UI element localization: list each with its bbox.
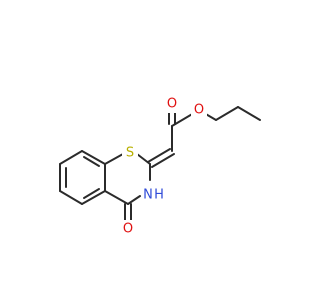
benzene-ring xyxy=(59,150,106,205)
aromatic-inner-bond xyxy=(83,156,100,167)
bond xyxy=(81,150,106,165)
bond xyxy=(127,195,141,205)
sulfur-label: S xyxy=(126,146,134,161)
nitrogen-atom: N H xyxy=(142,186,166,204)
hydrogen-label: H xyxy=(154,188,164,203)
aromatic-inner-bond xyxy=(83,188,100,199)
nitrogen-label: N xyxy=(143,188,153,203)
bond xyxy=(59,190,83,205)
ester-carbonyl-oxygen-label: O xyxy=(167,97,177,112)
ester-group xyxy=(168,106,261,125)
exocyclic-chain xyxy=(147,112,195,168)
bond xyxy=(147,148,171,163)
ring-oxygen-label: O xyxy=(123,222,133,237)
molecule-diagram: S N H O O O xyxy=(59,95,261,238)
bond xyxy=(81,190,106,205)
sulfur-atom: S xyxy=(122,144,138,162)
bond xyxy=(104,153,124,165)
ester-ether-oxygen-label: O xyxy=(194,103,204,118)
ring-carbonyl-oxygen: O xyxy=(120,220,136,238)
bond xyxy=(215,106,239,121)
ester-carbonyl-oxygen: O xyxy=(164,95,180,113)
bond xyxy=(237,106,261,121)
bond xyxy=(104,190,129,205)
structure-canvas: S N H O O O xyxy=(59,95,261,238)
ester-ether-oxygen: O xyxy=(191,101,207,119)
bond xyxy=(151,153,175,168)
bond xyxy=(59,150,83,165)
